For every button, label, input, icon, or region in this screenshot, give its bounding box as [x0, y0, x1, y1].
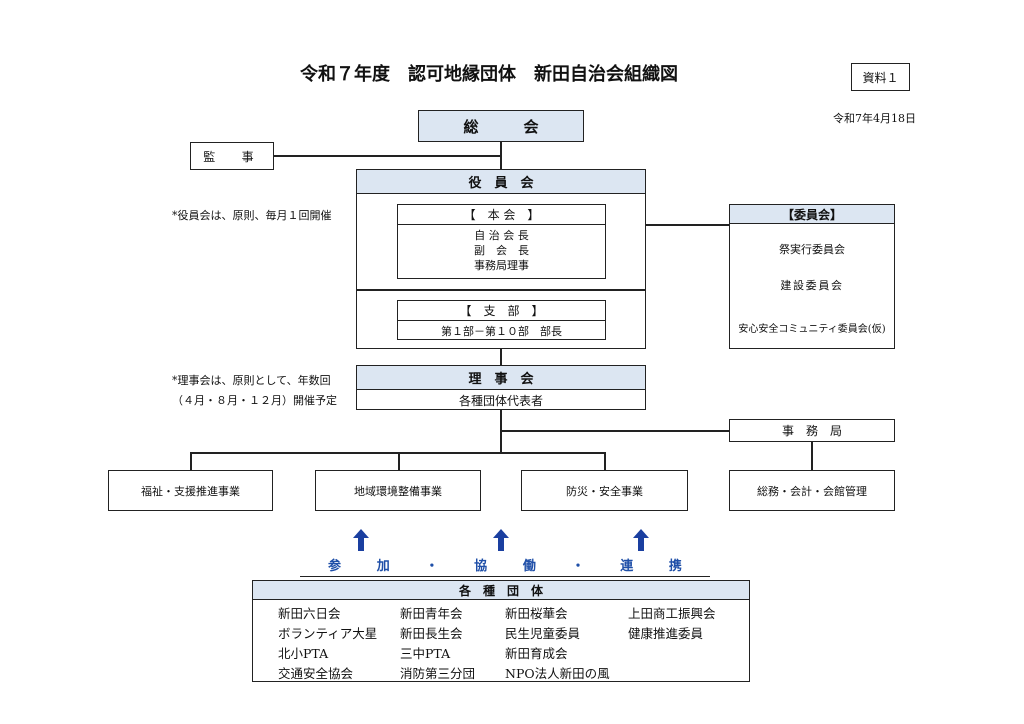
branch-divider [398, 320, 605, 321]
directors-sub: 各種団体代表者 [458, 393, 543, 408]
date-label: 令和7年4月18日 [833, 112, 916, 125]
committee-item: 祭実行委員会 [779, 243, 845, 256]
division-environment: 地域環境整備事業 [315, 470, 481, 511]
connector-line [646, 224, 729, 226]
group-item: 新田青年会 [400, 606, 463, 621]
up-arrow-icon [493, 529, 509, 551]
main-council-divider [398, 224, 605, 225]
participation-char: 参 [328, 559, 342, 574]
connector-line [398, 452, 400, 470]
general-meeting-box: 総 会 [418, 110, 584, 142]
participation-char: 携 [668, 559, 682, 574]
group-item: 民生児童委員 [505, 626, 581, 641]
main-council-header: 【 本 会 】 [463, 207, 540, 222]
committee-item: 建設委員会 [780, 279, 844, 292]
division-welfare: 福祉・支援推進事業 [108, 470, 273, 511]
connector-line [604, 452, 606, 470]
directors-header: 理 事 会 [356, 365, 646, 390]
up-arrow-icon [633, 529, 649, 551]
board-divider [357, 289, 645, 291]
group-item: 健康推進委員 [628, 626, 704, 641]
participation-char: 協 [474, 559, 488, 574]
participation-char: 連 [620, 559, 634, 574]
branch-header: 【 支 部 】 [459, 303, 544, 318]
connector-line [500, 142, 502, 169]
main-council-member: 事務局理事 [474, 258, 529, 272]
board-note: *役員会は、原則、毎月１回開催 [172, 209, 332, 222]
main-council-box [397, 204, 606, 279]
connector-line [274, 155, 501, 157]
connector-line [500, 349, 502, 365]
directors-note: （４月・８月・１２月）開催予定 [172, 394, 337, 407]
connector-line [500, 430, 729, 432]
participation-char: 加 [376, 559, 390, 574]
group-item: 消防第三分団 [400, 666, 476, 681]
participation-char: ・ [425, 559, 439, 574]
page-title: 令和７年度 認可地縁団体 新田自治会組織図 [300, 64, 678, 85]
connector-line [811, 442, 813, 470]
group-item: 新田長生会 [400, 626, 463, 641]
connector-line [190, 452, 192, 470]
participation-banner: 参 加 ・ 協 働 ・ 連 携 [300, 555, 710, 577]
board-header: 役 員 会 [356, 169, 646, 194]
secretariat-box: 事 務 局 [729, 419, 895, 442]
main-council-member: 自 治 会 長 [474, 228, 529, 242]
committee-item: 安心安全コミュニティ委員会(仮) [738, 323, 886, 335]
group-item: 新田育成会 [505, 646, 568, 661]
groups-header: 各 種 団 体 [252, 580, 750, 600]
branch-member: 第１部－第１０部 部長 [441, 324, 562, 338]
group-item: NPO法人新田の風 [505, 666, 610, 681]
committee-header: 【委員会】 [729, 204, 895, 224]
directors-note: *理事会は、原則として、年数回 [172, 374, 331, 387]
group-item: 三中PTA [400, 646, 451, 661]
group-item: ボランティア大星 [278, 626, 378, 641]
main-council-member: 副 会 長 [474, 243, 529, 257]
group-item: 北小PTA [278, 646, 329, 661]
document-label: 資料１ [851, 63, 910, 91]
auditor-box: 監 事 [190, 142, 274, 170]
group-item: 新田桜華会 [505, 606, 568, 621]
participation-char: ・ [571, 559, 585, 574]
participation-char: 働 [522, 559, 536, 574]
group-item: 新田六日会 [278, 606, 341, 621]
committee-box [729, 204, 895, 349]
division-general-affairs: 総務・会計・会館管理 [729, 470, 895, 511]
division-disaster-safety: 防災・安全事業 [521, 470, 688, 511]
up-arrow-icon [353, 529, 369, 551]
group-item: 交通安全協会 [278, 666, 354, 681]
group-item: 上田商工振興会 [628, 606, 716, 621]
